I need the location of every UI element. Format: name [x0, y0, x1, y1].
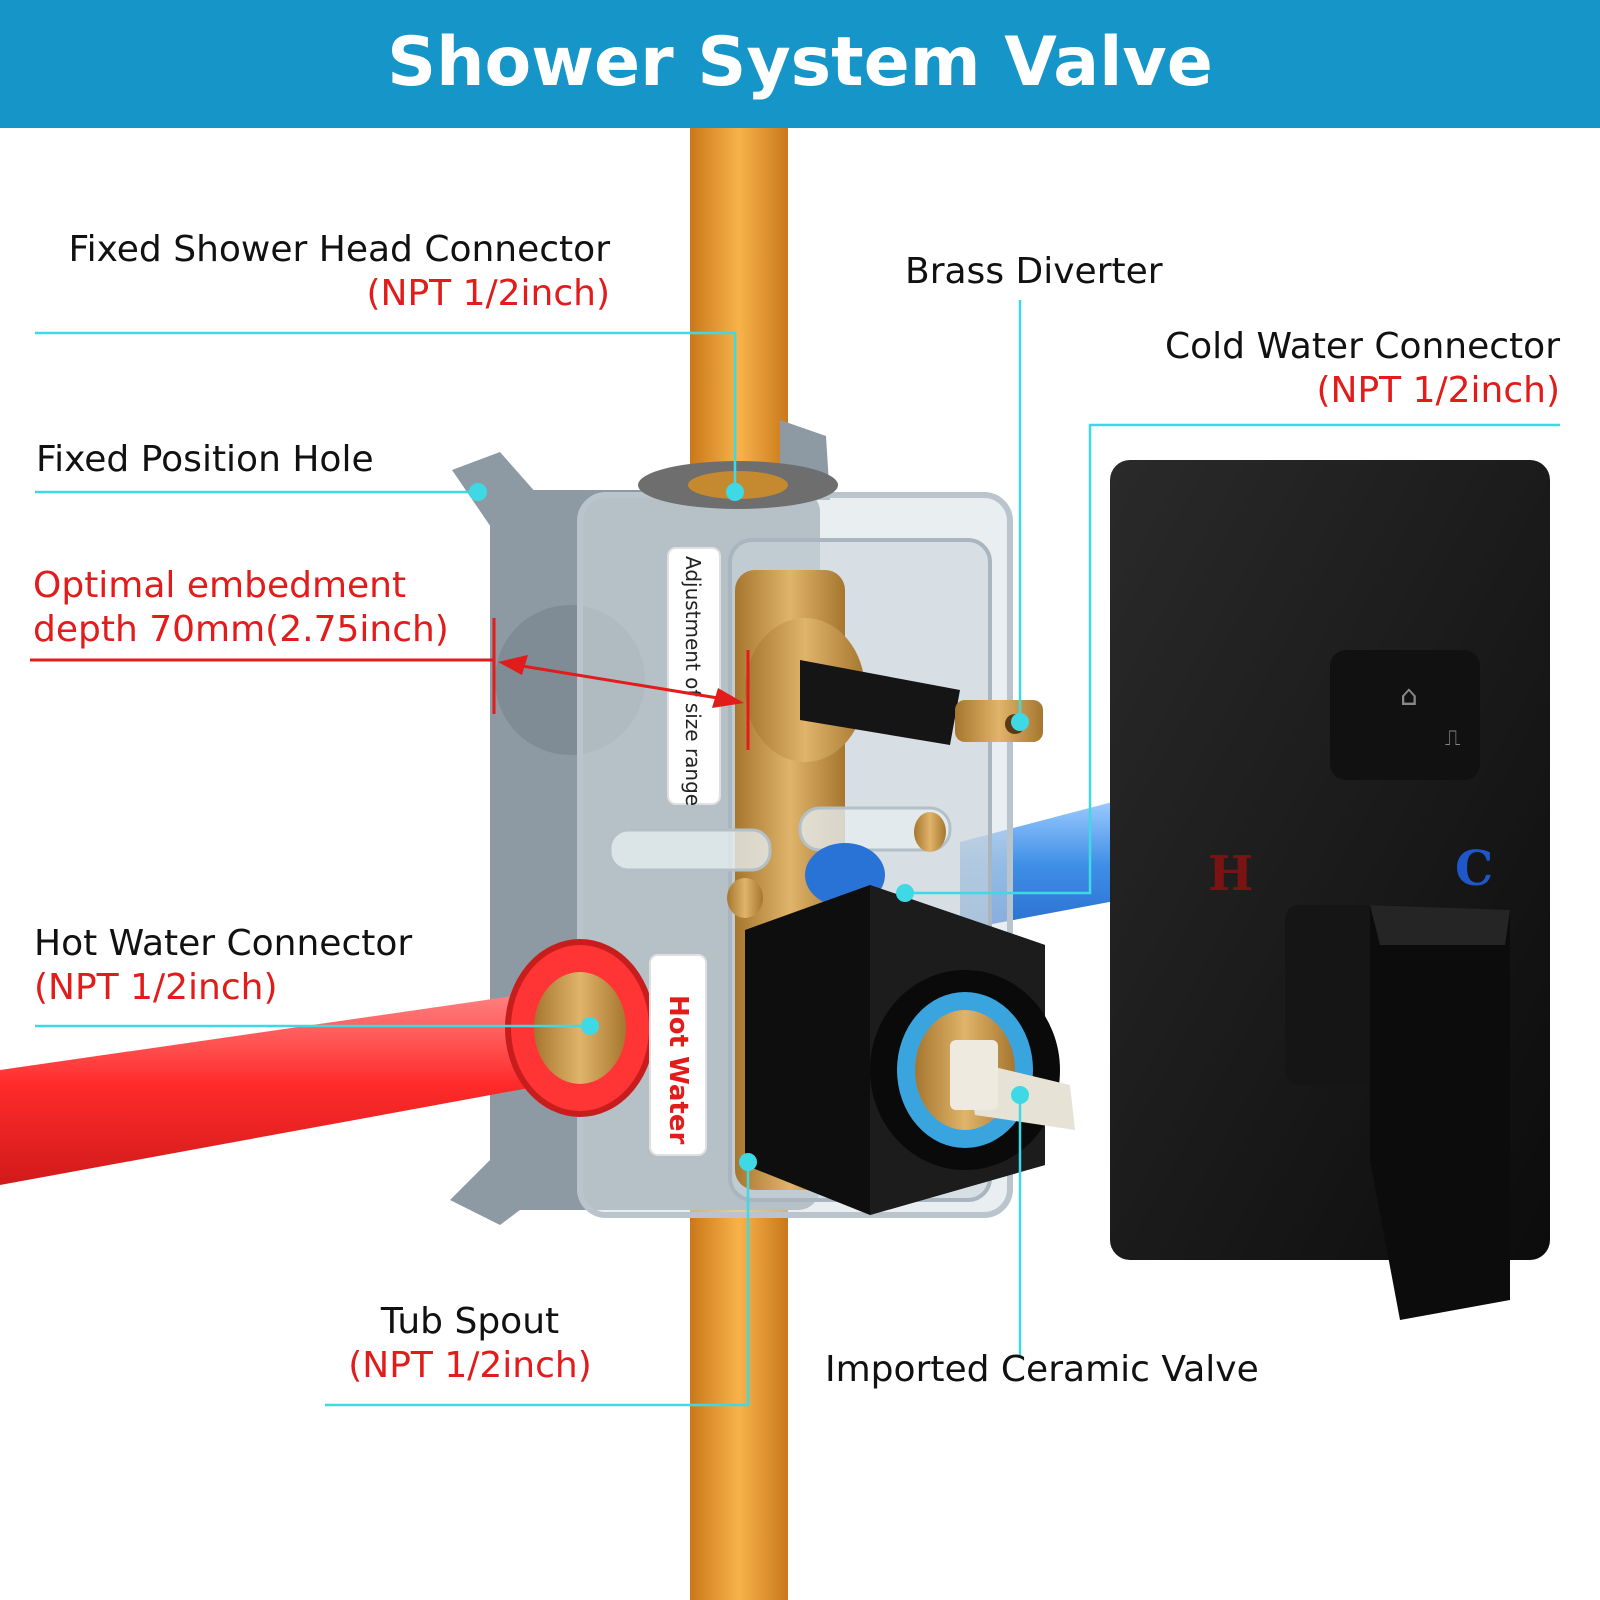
embedment-line2: depth 70mm(2.75inch) — [33, 609, 449, 650]
fixed-hole-label: Fixed Position Hole — [36, 439, 374, 480]
plug-cap — [798, 806, 952, 852]
diverter-knob — [1330, 650, 1480, 780]
shower-head-label: Fixed Shower Head Connector (NPT 1/2inch… — [30, 228, 610, 316]
hot-water-sticker — [649, 954, 707, 1156]
dot-shower-head — [726, 483, 744, 501]
hot-water-sticker-text: Hot Water — [663, 995, 693, 1144]
cold-water-label: Cold Water Connector (NPT 1/2inch) — [1000, 325, 1560, 413]
embedment-label: Optimal embedment depth 70mm(2.75inch) — [33, 564, 449, 652]
hot-water-title: Hot Water Connector — [34, 923, 413, 964]
dot-tub-spout — [739, 1153, 757, 1171]
brass-diverter-label: Brass Diverter — [905, 251, 1163, 292]
title-banner: Shower System Valve — [0, 0, 1600, 128]
hot-water-pipe — [0, 985, 600, 1185]
dot-hot-water — [581, 1017, 599, 1035]
tub-spout-label: Tub Spout (NPT 1/2inch) — [320, 1300, 620, 1388]
leader-cold-water — [905, 423, 1560, 895]
shower-head-icon: ⌂ — [1400, 679, 1418, 712]
dot-brass-diverter — [1011, 713, 1029, 731]
cold-water-title: Cold Water Connector — [1165, 326, 1560, 367]
hot-water-spec: (NPT 1/2inch) — [34, 967, 278, 1008]
brass-diverter-tip — [955, 700, 1043, 742]
cold-water-spec: (NPT 1/2inch) — [1316, 370, 1560, 411]
embedment-line1: Optimal embedment — [33, 565, 407, 606]
tub-spout-icon: ⎍ — [1445, 726, 1460, 751]
tub-spout-spec: (NPT 1/2inch) — [348, 1345, 592, 1386]
plug-cap — [608, 828, 772, 872]
dot-cold-water — [896, 884, 914, 902]
shower-head-spec: (NPT 1/2inch) — [366, 273, 610, 314]
mixer-handle — [1370, 905, 1510, 1320]
leader-shower-head — [35, 331, 737, 490]
size-range-sticker — [667, 547, 721, 805]
embedment-dimension — [30, 618, 750, 750]
diagram-title: Shower System Valve — [387, 23, 1213, 102]
hot-mark: H — [1208, 846, 1253, 902]
leader-lines — [35, 300, 1560, 1407]
dot-fixed-hole — [469, 483, 487, 501]
ceramic-valve-label: Imported Ceramic Valve — [825, 1349, 1259, 1390]
diverter-stem — [800, 660, 960, 745]
tub-spout-title: Tub Spout — [380, 1301, 560, 1342]
dot-ceramic-valve — [1011, 1086, 1029, 1104]
leader-tub-spout — [325, 1162, 750, 1407]
trim-plate: ⌂ ⎍ H C — [1110, 460, 1550, 1320]
size-range-sticker-text: Adjustment of size range — [681, 556, 705, 806]
shower-head-title: Fixed Shower Head Connector — [68, 229, 610, 270]
hot-water-label: Hot Water Connector (NPT 1/2inch) — [34, 922, 412, 1010]
ceramic-valve-block — [745, 885, 1075, 1215]
cold-mark: C — [1455, 841, 1493, 897]
leader-dots — [469, 483, 1029, 1171]
